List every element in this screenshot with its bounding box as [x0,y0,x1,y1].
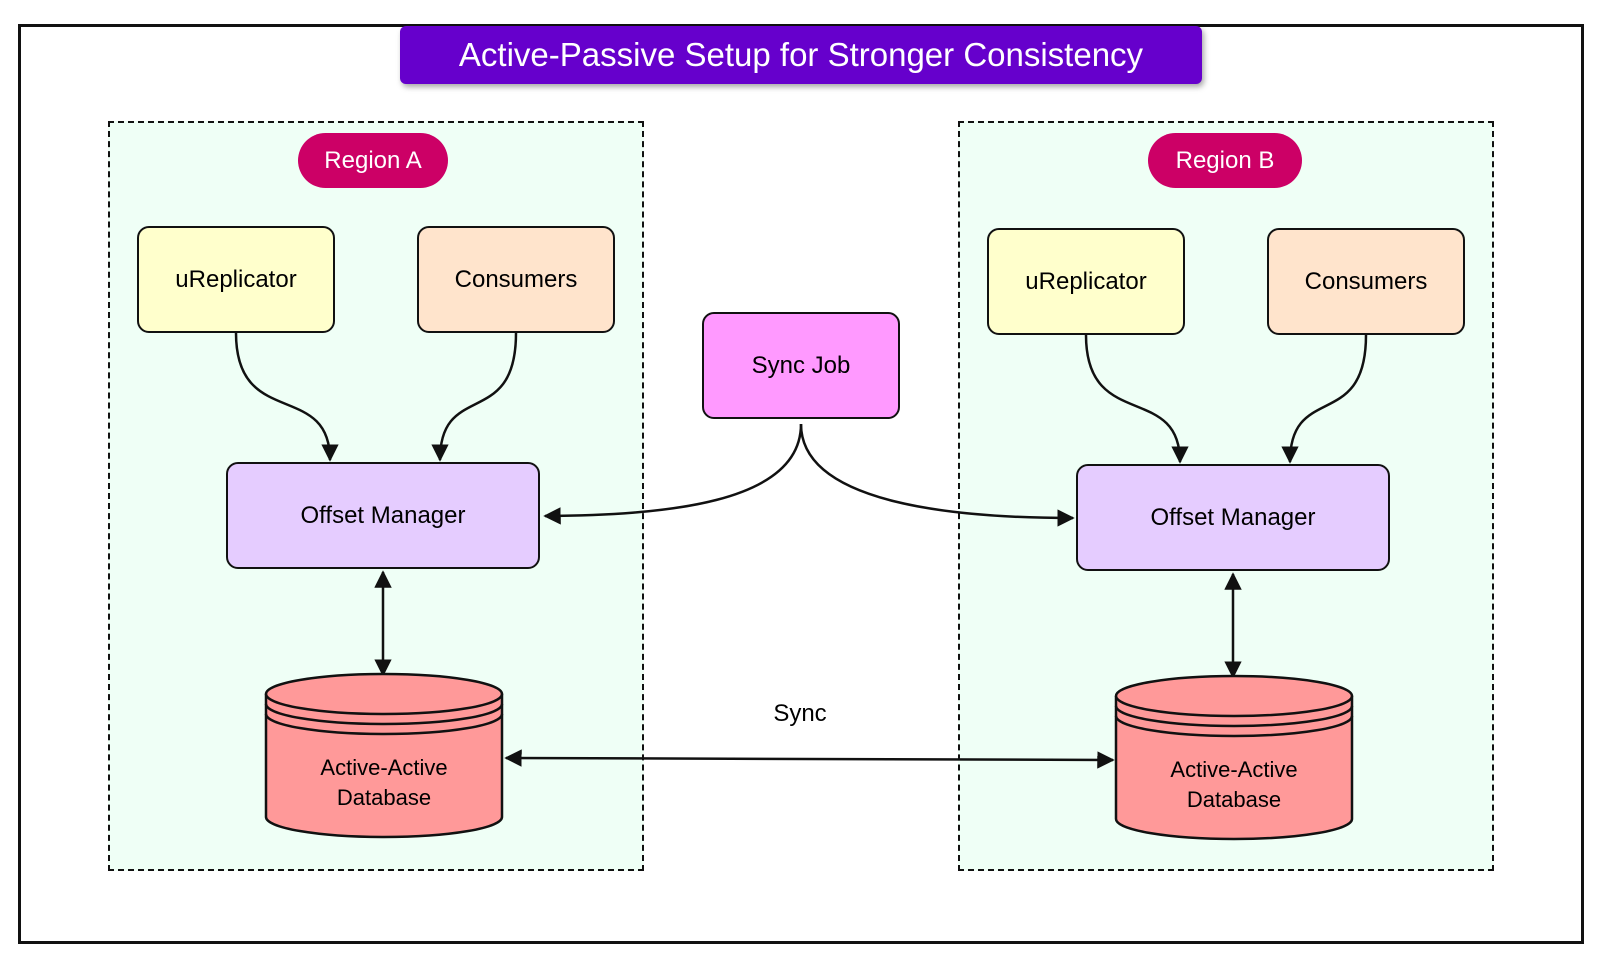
region-a-label: Region A [298,133,448,188]
region-b-database-label: Active-Active Database [1116,752,1352,818]
region-a-offset-manager: Offset Manager [226,462,540,569]
region-a-database-line1: Active-Active [320,755,448,780]
sync-job-box: Sync Job [702,312,900,419]
region-b-database-line2: Database [1186,787,1282,812]
region-a-ureplicator: uReplicator [137,226,335,333]
region-b-label: Region B [1148,133,1302,188]
diagram-title: Active-Passive Setup for Stronger Consis… [400,26,1202,84]
region-b-offset-manager: Offset Manager [1076,464,1390,571]
region-b-database-line1: Active-Active [1170,757,1298,782]
database-sync-label: Sync [773,700,827,727]
region-b-ureplicator: uReplicator [987,228,1185,335]
region-a-consumers: Consumers [417,226,615,333]
region-a-database-line2: Database [336,785,432,810]
region-a-database-label: Active-Active Database [266,750,502,816]
region-b-consumers: Consumers [1267,228,1465,335]
